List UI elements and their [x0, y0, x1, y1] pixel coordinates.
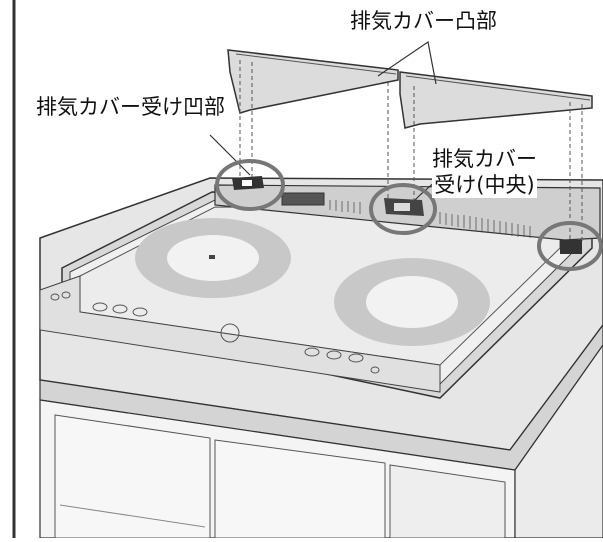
label-exhaust-cover-receiver-center: 排気カバー 受け(中央) [430, 146, 539, 198]
label-exhaust-cover-receiver-concave: 排気カバー受け凹部 [34, 94, 227, 120]
label-exhaust-cover-convex: 排気カバー凸部 [348, 8, 499, 34]
receiver-parts [232, 176, 582, 254]
alignment-guides [239, 60, 583, 242]
heater-left [135, 218, 291, 298]
exhaust-cover-right [399, 71, 593, 129]
heater-right [334, 258, 490, 346]
label-center-line2: 受け(中央) [432, 172, 537, 198]
highlight-circles [215, 159, 603, 271]
highlight-circle-right [537, 221, 603, 271]
exhaust-cover-left [227, 49, 399, 114]
control-panel [50, 291, 380, 374]
cabinet [39, 343, 603, 539]
exhaust-vent-dark [281, 192, 325, 206]
label-center-line1: 排気カバー [432, 146, 537, 172]
highlight-circle-center [369, 183, 437, 235]
highlight-circle-left [215, 159, 285, 211]
